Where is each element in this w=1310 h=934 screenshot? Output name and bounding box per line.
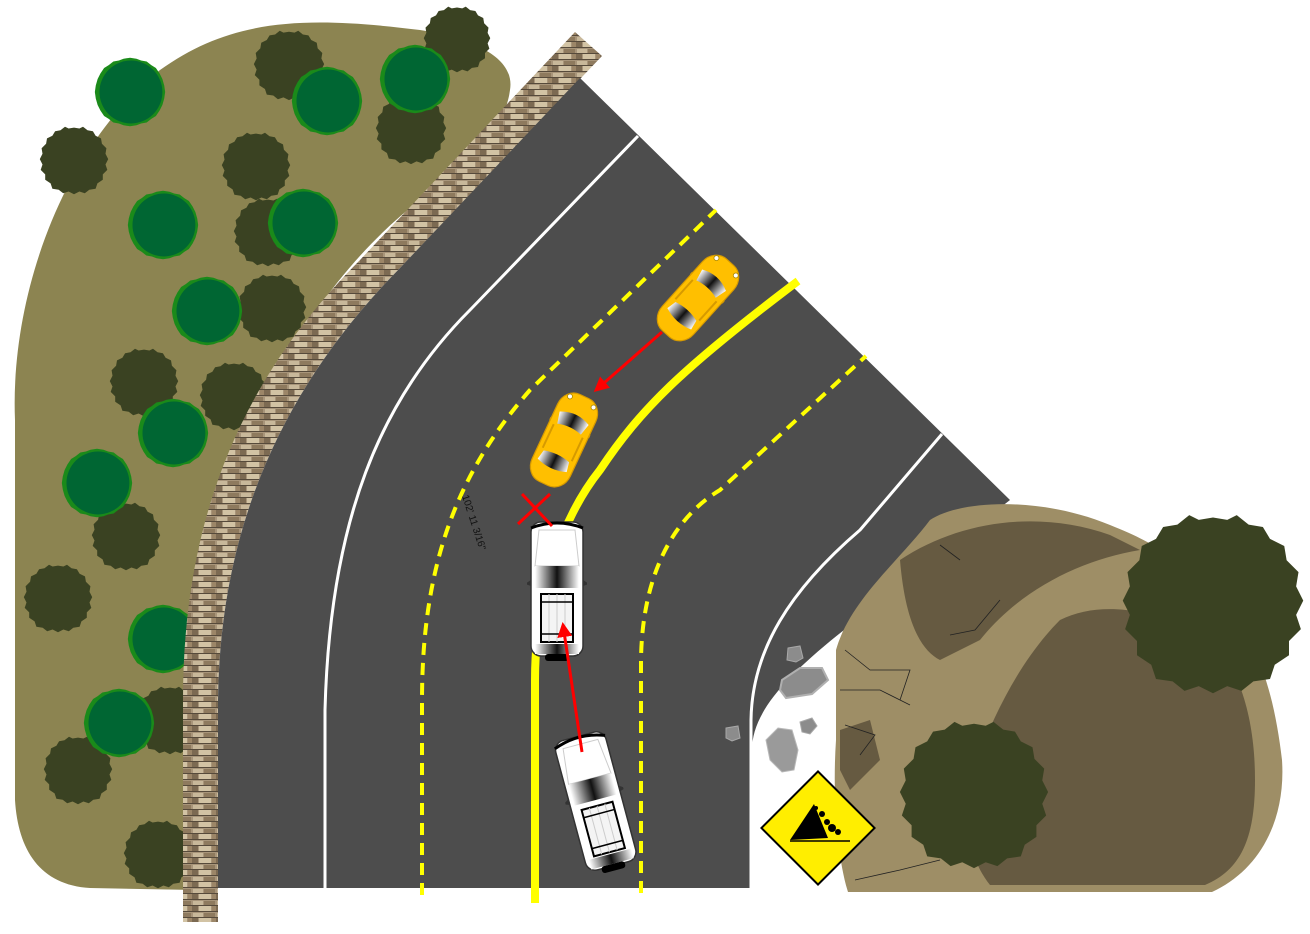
lane-line-white-left <box>323 134 640 888</box>
lane-line-yellow-dashed-left <box>420 208 718 895</box>
lane-line-white-right <box>749 433 944 888</box>
arrow-pickup-path <box>557 622 584 753</box>
impact-x-marker <box>516 492 554 528</box>
lane-line-yellow-dashed-right <box>639 354 868 893</box>
rock-debris <box>725 645 830 773</box>
arrow-sedan-path <box>593 330 663 392</box>
rock-outcrop-right <box>834 504 1304 892</box>
falling-rocks-warning-sign <box>760 770 876 886</box>
road-asphalt <box>218 78 1010 888</box>
falling-rocks-icon <box>790 804 828 840</box>
motion-arrows <box>557 330 663 753</box>
pickup-vehicle-impact <box>527 520 587 662</box>
left-vegetation-area <box>14 6 511 891</box>
